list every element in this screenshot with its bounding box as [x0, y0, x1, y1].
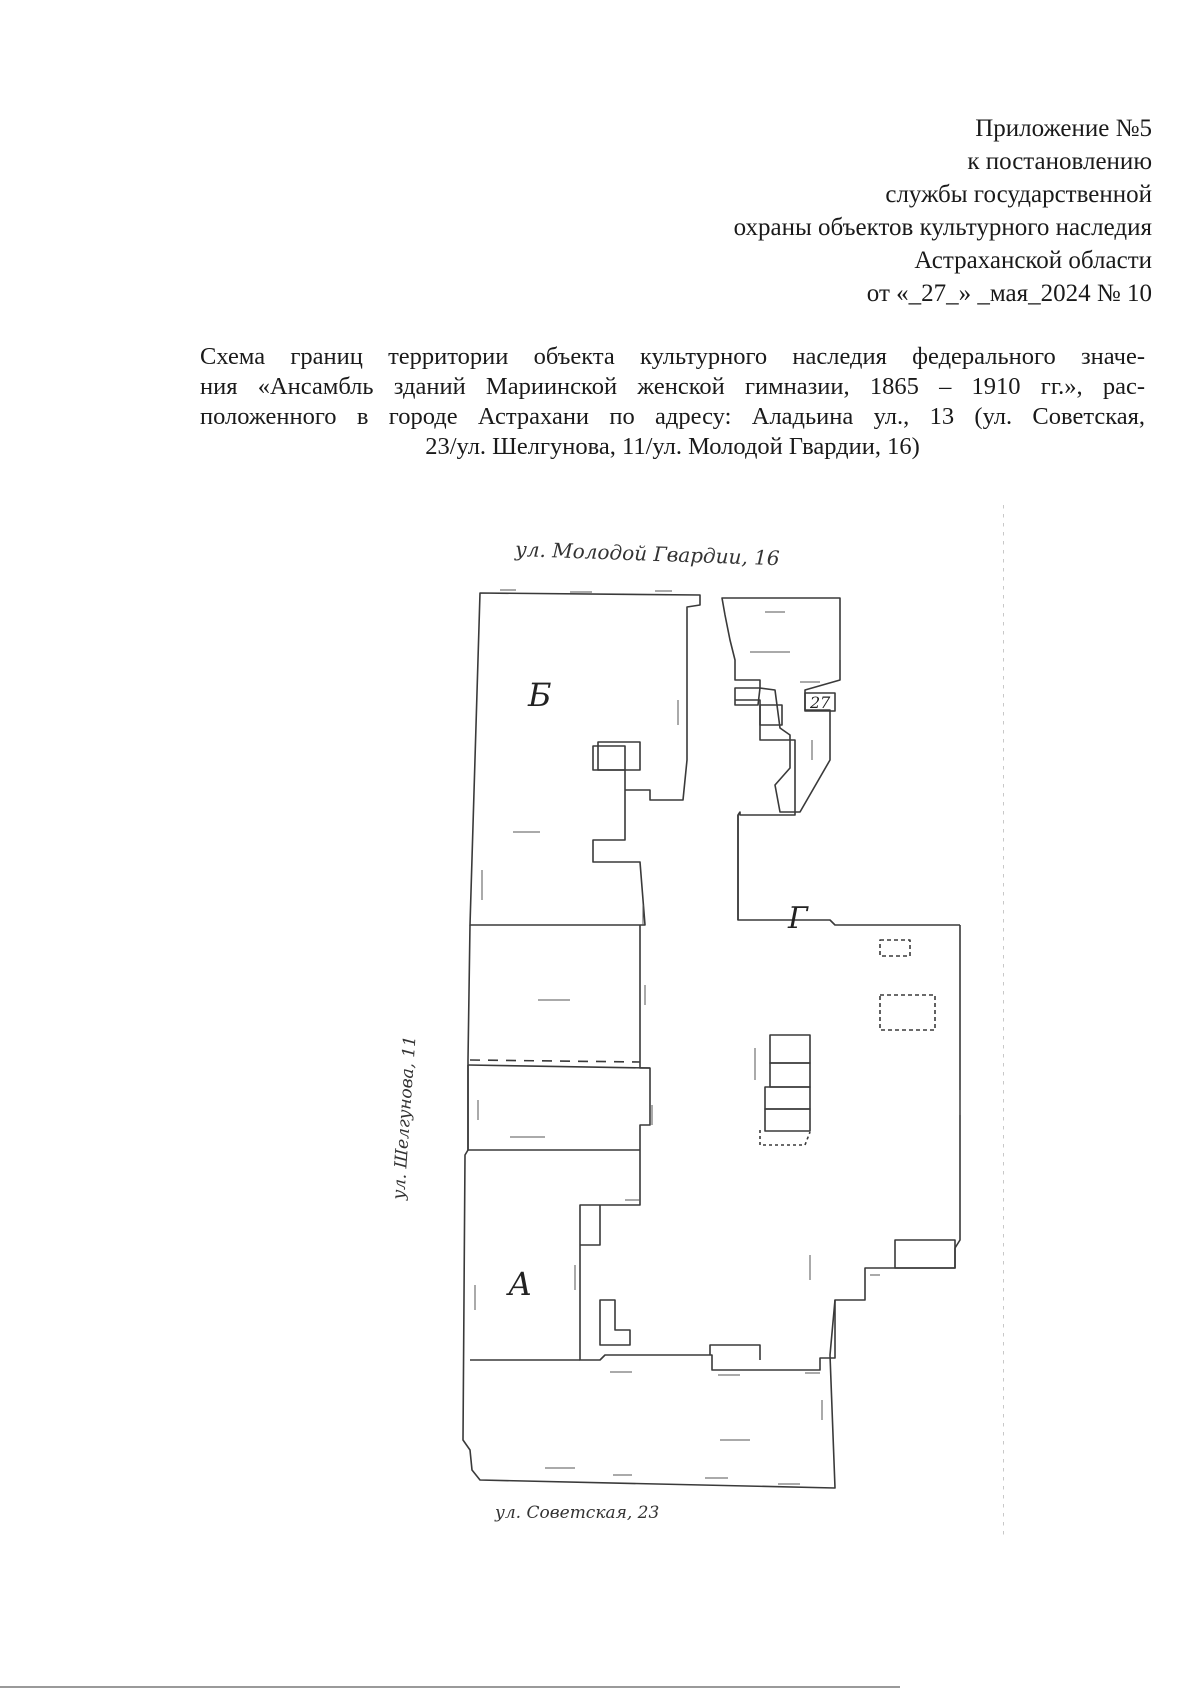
- appendix-date: от «_27_» _мая_2024 № 10: [866, 280, 1152, 307]
- appendix-title: Приложение №5: [975, 115, 1152, 142]
- appendix-line: к постановлению: [967, 148, 1152, 175]
- heading-line: ния «Ансамбль зданий Мариинской женской …: [200, 373, 1145, 400]
- street-label-left: ул. Шелгунова, 11: [389, 1035, 420, 1201]
- heading-line: положенного в городе Астрахани по адресу…: [200, 403, 1145, 430]
- heading-line: Схема границ территории объекта культурн…: [200, 343, 1145, 370]
- street-label-bottom: ул. Советская, 23: [494, 1503, 659, 1523]
- area-label-a: А: [506, 1265, 532, 1303]
- scan-edge-line: [0, 1686, 900, 1688]
- street-label-top: ул. Молодой Гвардии, 16: [514, 537, 780, 570]
- appendix-line: Астраханской области: [914, 247, 1152, 274]
- scan-artifact: [1003, 505, 1004, 1535]
- area-label-b: Б: [527, 676, 552, 714]
- lot-label: 27: [809, 693, 831, 712]
- appendix-block: Приложение №5 к постановлению службы гос…: [734, 112, 1152, 310]
- document-heading: Схема границ территории объекта культурн…: [200, 342, 1145, 462]
- appendix-line: охраны объектов культурного наследия: [733, 214, 1152, 241]
- dimension-marks: [474, 589, 961, 1485]
- territory-boundary: [462, 924, 961, 1489]
- heading-line: 23/ул. Шелгунова, 11/ул. Молодой Гвардии…: [425, 433, 920, 460]
- appendix-line: службы государственной: [885, 181, 1152, 208]
- area-label-g: Г: [787, 901, 809, 936]
- block-b-outline: [469, 592, 701, 926]
